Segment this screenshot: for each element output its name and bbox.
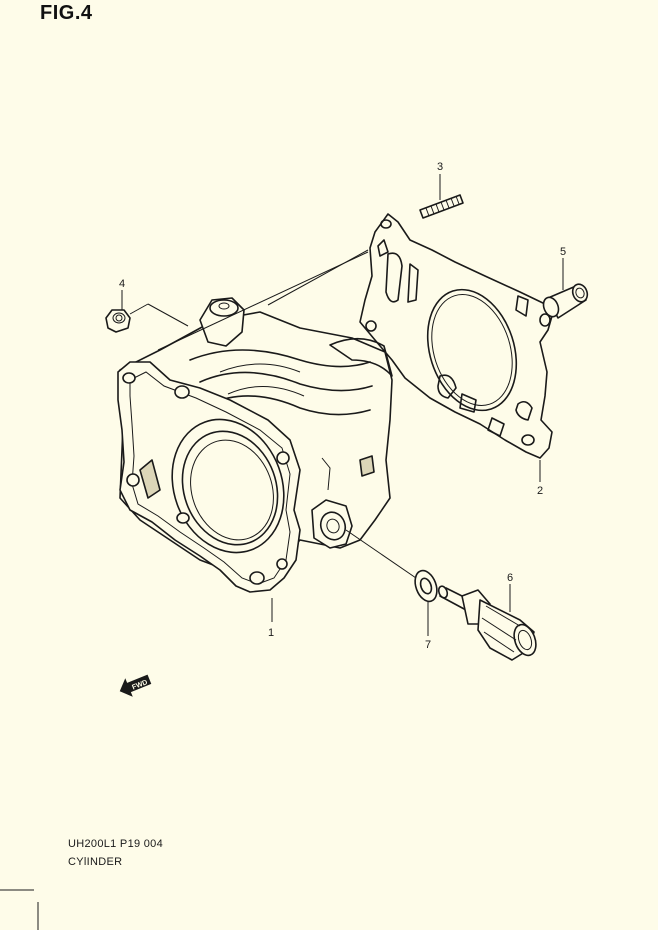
dowel-pin[interactable] [541,282,590,319]
cylinder-gasket[interactable] [359,213,553,459]
leader-lines [121,174,564,636]
callout-part-1: 1 [268,627,274,639]
callout-part-4: 4 [119,278,125,290]
callout-part-3: 3 [437,161,443,173]
figure-title: FIG.4 [40,2,93,24]
forward-direction-icon: FWD [119,674,152,697]
callout-part-5: 5 [560,246,566,258]
callout-part-6: 6 [507,572,513,584]
diagram-code: UH200L1 P19 004 [68,838,164,850]
crop-mark [0,889,39,930]
stud-bolt[interactable] [419,194,464,219]
temperature-sensor[interactable] [437,585,540,661]
callout-part-2: 2 [537,485,543,497]
cylinder-block[interactable] [117,297,393,593]
callout-part-7: 7 [425,639,431,651]
sealing-washer[interactable] [411,568,441,605]
flange-nut[interactable] [105,309,131,333]
diagram-name: CYlINDER [68,856,123,868]
